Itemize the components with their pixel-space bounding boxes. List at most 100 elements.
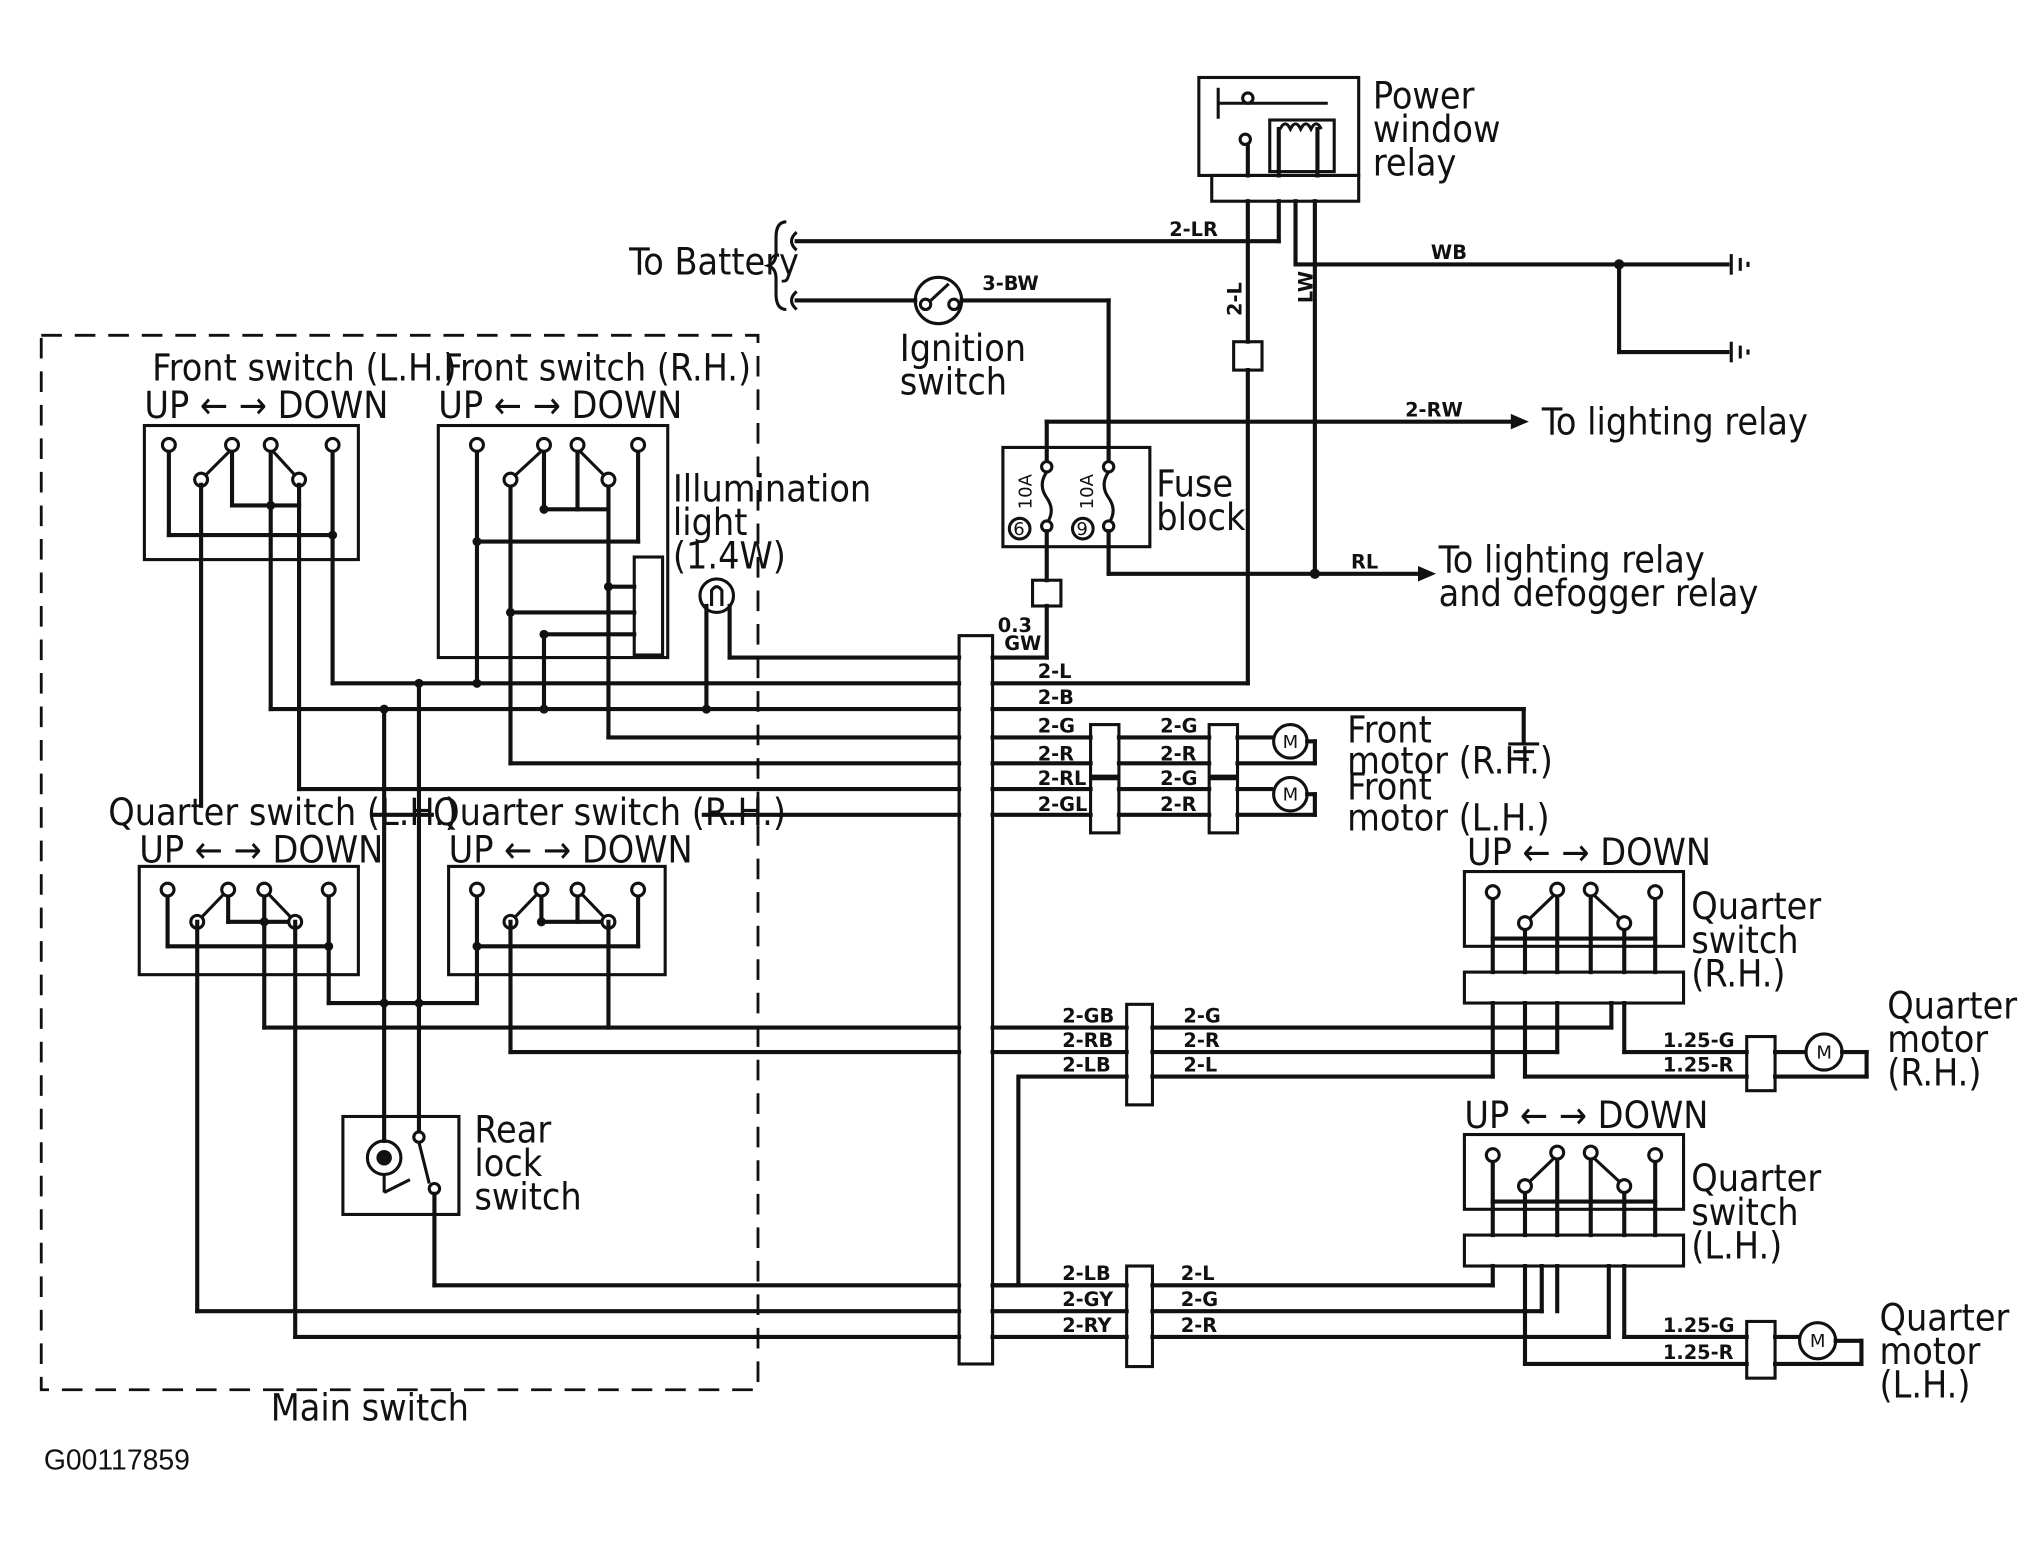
wire-label-2lb-a: 2-LB bbox=[1062, 1053, 1111, 1076]
wire-label-2rw: 2-RW bbox=[1405, 399, 1463, 422]
front-motor-rh-label-2: motor (R.H.) bbox=[1347, 739, 1553, 783]
wire-label-2r-c: 2-R bbox=[1160, 793, 1196, 816]
power-window-relay bbox=[1197, 75, 1361, 203]
wire-label-2gb: 2-GB bbox=[1062, 1004, 1114, 1027]
quarter-motor-lh-label-3: (L.H.) bbox=[1879, 1362, 1970, 1406]
wire-label-3bw: 3-BW bbox=[982, 272, 1038, 295]
ground-symbol-1 bbox=[1729, 254, 1750, 275]
illumination-light-label-1: Illumination bbox=[673, 467, 871, 511]
wire-label-2g-b: 2-G bbox=[1160, 714, 1197, 737]
to-lighting-defogger-label-2: and defogger relay bbox=[1439, 571, 1759, 615]
wire-label-2gy: 2-GY bbox=[1062, 1288, 1114, 1311]
wire-label-2r-a: 2-R bbox=[1038, 743, 1074, 766]
quarter-switch-lh-label: Quarter switch (L.H.) bbox=[108, 790, 458, 834]
front-motor-lh-label-1: Front bbox=[1347, 764, 1432, 808]
quarter-motor-rh-label-2: motor bbox=[1887, 1017, 1988, 1061]
illumination-light-label-2: light bbox=[673, 500, 748, 544]
quarter-motor-lh-label-1: Quarter bbox=[1879, 1295, 2009, 1339]
wire-label-0-3: 0.3 bbox=[998, 614, 1032, 637]
illumination-bulb bbox=[698, 577, 736, 614]
quarter-motor-rh-m: M bbox=[1816, 1042, 1832, 1063]
wire-label-wb: WB bbox=[1431, 241, 1467, 264]
wire-label-2g-e: 2-G bbox=[1181, 1288, 1218, 1311]
wire-label-2r-b: 2-R bbox=[1160, 743, 1196, 766]
wire-label-2g-c: 2-G bbox=[1160, 767, 1197, 790]
ground-symbol-main bbox=[1508, 742, 1540, 761]
inline-fuse bbox=[1232, 340, 1264, 372]
quarter-switch-lh-updown: UP ← → DOWN bbox=[139, 828, 383, 872]
quarter-switch-lh-door bbox=[1462, 1132, 1686, 1268]
wire-label-2lr: 2-LR bbox=[1169, 218, 1218, 241]
wiring-harness-connector bbox=[957, 634, 995, 1366]
rear-lock-switch-label-1: Rear bbox=[474, 1107, 551, 1151]
rear-lock-switch bbox=[341, 1114, 461, 1216]
quarter-switch-rh-label: Quarter switch (R.H.) bbox=[433, 790, 786, 834]
quarter-motor-lh-m: M bbox=[1810, 1331, 1826, 1352]
wire-label-2l-bus: 2-L bbox=[1038, 660, 1072, 683]
quarter-switch-rh-updown: UP ← → DOWN bbox=[449, 828, 693, 872]
wire-label-2rl: 2-RL bbox=[1038, 767, 1087, 790]
fuse-block bbox=[1001, 445, 1152, 549]
illumination-light-label-3: (1.4W) bbox=[673, 534, 786, 578]
ignition-switch bbox=[913, 275, 964, 326]
fuse-block-label-1: Fuse bbox=[1156, 461, 1233, 505]
wire-label-2l-e: 2-L bbox=[1181, 1262, 1215, 1285]
ignition-switch-label-1: Ignition bbox=[900, 326, 1026, 370]
wire-label-2g-d: 2-G bbox=[1183, 1004, 1220, 1027]
wire-label-gw: GW bbox=[1004, 632, 1041, 655]
wire-label-2gl: 2-GL bbox=[1038, 793, 1088, 816]
ignition-switch-label-2: switch bbox=[900, 360, 1007, 404]
ground-symbol-2 bbox=[1729, 341, 1750, 363]
front-switch-rh-updown: UP ← → DOWN bbox=[438, 383, 682, 427]
rear-lock-switch-label-2: lock bbox=[474, 1141, 542, 1185]
fuse-6-rating: 10A bbox=[1015, 473, 1036, 509]
wire-label-125r-b: 1.25-R bbox=[1663, 1341, 1734, 1364]
quarter-switch-lh-door-updown: UP ← → DOWN bbox=[1464, 1093, 1708, 1137]
quarter-switch-lh-main bbox=[137, 864, 360, 977]
quarter-switch-lh-door-label-3: (L.H.) bbox=[1691, 1223, 1782, 1267]
front-switch-lh-label: Front switch (L.H.) bbox=[152, 345, 456, 389]
power-window-relay-label-1: Power bbox=[1373, 73, 1475, 117]
main-switch-boundary bbox=[39, 333, 760, 1392]
wire-label-2lb-b: 2-LB bbox=[1062, 1262, 1111, 1285]
fuse-number-9: 9 bbox=[1076, 519, 1087, 540]
arrow-to-lighting-relay bbox=[1510, 413, 1529, 430]
front-switch-rh-label: Front switch (R.H.) bbox=[443, 345, 751, 389]
power-window-relay-label-3: relay bbox=[1373, 140, 1457, 184]
front-motor-lh-m: M bbox=[1283, 785, 1299, 806]
front-switch-lh-updown: UP ← → DOWN bbox=[144, 383, 388, 427]
wire-label-2g-a: 2-G bbox=[1038, 714, 1075, 737]
wire-label-125r-a: 1.25-R bbox=[1663, 1053, 1734, 1076]
front-switch-lh bbox=[142, 423, 360, 562]
fuse-number-6: 6 bbox=[1013, 519, 1024, 540]
wire-label-2r-d: 2-R bbox=[1183, 1029, 1219, 1052]
front-motor-rh-m: M bbox=[1283, 732, 1299, 753]
wire-label-lw: LW bbox=[1294, 271, 1317, 303]
wire-label-2r-e: 2-R bbox=[1181, 1314, 1217, 1337]
fuse-9-rating: 10A bbox=[1077, 473, 1098, 509]
wire-label-2rb: 2-RB bbox=[1062, 1029, 1113, 1052]
rear-lock-switch-label-3: switch bbox=[474, 1174, 581, 1218]
battery-brace bbox=[763, 220, 787, 312]
wire-label-rl: RL bbox=[1351, 551, 1378, 574]
arrow-to-defogger-relay bbox=[1417, 566, 1437, 582]
wire-label-2b: 2-B bbox=[1038, 686, 1074, 709]
quarter-switch-rh-door-label-2: switch bbox=[1691, 918, 1798, 962]
to-lighting-relay-label: To lighting relay bbox=[1541, 400, 1808, 444]
wire-label-2ry: 2-RY bbox=[1062, 1314, 1112, 1337]
front-switch-rh bbox=[436, 423, 670, 660]
power-window-relay-label-2: window bbox=[1373, 107, 1501, 151]
quarter-switch-lh-door-label-1: Quarter bbox=[1691, 1156, 1821, 1200]
figure-id: G00117859 bbox=[44, 1445, 190, 1477]
wire-label-2l-d: 2-L bbox=[1183, 1053, 1217, 1076]
wire-label-125g-b: 1.25-G bbox=[1663, 1314, 1735, 1337]
to-battery-label: To Battery bbox=[628, 240, 799, 284]
quarter-motor-rh-label-1: Quarter bbox=[1887, 984, 2017, 1028]
quarter-switch-rh-main bbox=[447, 864, 667, 977]
quarter-switch-rh-door-updown: UP ← → DOWN bbox=[1467, 830, 1711, 874]
quarter-switch-rh-door-label-1: Quarter bbox=[1691, 884, 1821, 928]
front-motor-rh-label-1: Front bbox=[1347, 708, 1432, 752]
quarter-motor-lh-label-2: motor bbox=[1879, 1329, 1980, 1373]
front-motor-lh-label-2: motor (L.H.) bbox=[1347, 795, 1550, 839]
